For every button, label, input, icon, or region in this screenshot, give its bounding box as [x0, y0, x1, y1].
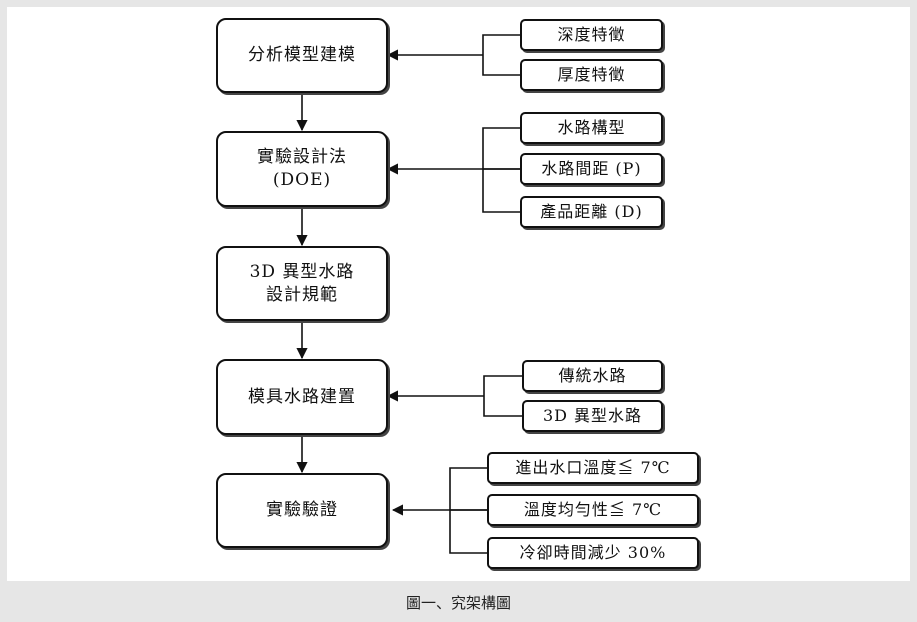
bracket-modeling — [482, 34, 520, 76]
input-depth-feature: 深度特徵 — [520, 19, 663, 51]
step-validation-label: 實驗驗證 — [266, 500, 338, 521]
step-doe-label-1: 實驗設計法 — [257, 147, 347, 168]
input-channel-pitch: 水路間距 (P) — [520, 153, 663, 185]
bracket-mold — [483, 375, 522, 417]
step-doe: 實驗設計法 (DOE) — [216, 131, 388, 207]
connector-lines — [296, 34, 522, 554]
input-inlet-outlet-temp: 進出水口溫度≦ 7℃ — [487, 452, 699, 484]
step-modeling: 分析模型建模 — [216, 18, 388, 93]
figure-caption: 圖一、究架構圖 — [405, 594, 511, 612]
input-thickness-feature: 厚度特徵 — [520, 59, 663, 91]
bracket-doe — [482, 127, 520, 213]
step-modeling-label: 分析模型建模 — [248, 45, 356, 66]
input-cooling-time: 冷卻時間減少 30% — [487, 537, 699, 569]
step-design-rules-label-1: 3D 異型水路 — [249, 261, 355, 282]
step-mold-setup: 模具水路建置 — [216, 359, 388, 435]
step-validation: 實驗驗證 — [216, 473, 388, 548]
figure-panel: 分析模型建模 實驗設計法 (DOE) 3D 異型水路 設計規範 模具水路建置 實… — [7, 7, 910, 581]
input-product-distance: 產品距離 (D) — [520, 196, 663, 228]
step-mold-setup-label: 模具水路建置 — [248, 386, 356, 407]
step-doe-label-2: (DOE) — [272, 170, 332, 190]
input-channel-config: 水路構型 — [520, 112, 663, 144]
step-design-rules-label-2: 設計規範 — [266, 284, 338, 305]
input-conventional-channel: 傳統水路 — [522, 360, 663, 392]
input-conformal-channel: 3D 異型水路 — [522, 400, 663, 432]
step-design-rules: 3D 異型水路 設計規範 — [216, 246, 388, 321]
input-temp-uniformity: 溫度均勻性≦ 7℃ — [487, 494, 699, 526]
